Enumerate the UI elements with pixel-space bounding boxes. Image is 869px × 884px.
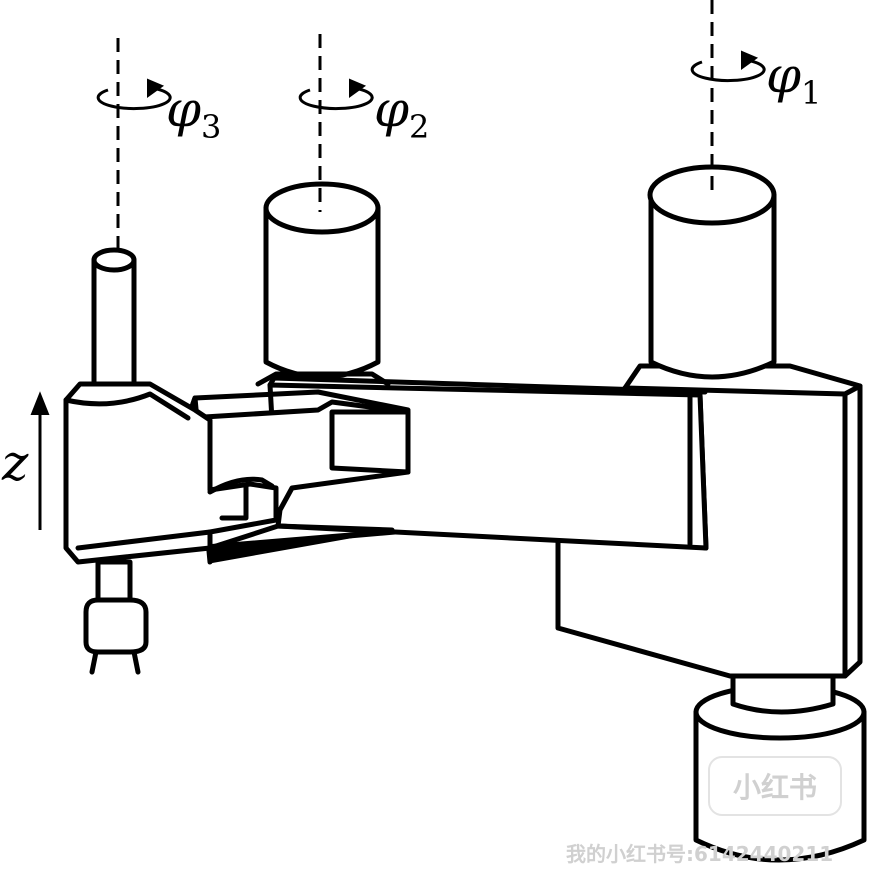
label-phi1: φ1	[766, 46, 821, 112]
watermark-logo: 小红书	[708, 756, 842, 816]
z-axis-arrow	[30, 391, 50, 530]
axis-phi2	[298, 34, 374, 212]
axis-phi3	[96, 38, 172, 252]
label-phi2: φ2	[374, 80, 429, 146]
axis-phi1	[690, 0, 766, 190]
watermark-account-id: 我的小红书号:6142440211	[566, 842, 834, 866]
wrist-assembly	[63, 247, 279, 675]
base-column	[555, 164, 867, 863]
label-phi3: φ3	[166, 80, 221, 146]
forearm	[185, 389, 411, 565]
label-z: z	[1, 434, 29, 492]
